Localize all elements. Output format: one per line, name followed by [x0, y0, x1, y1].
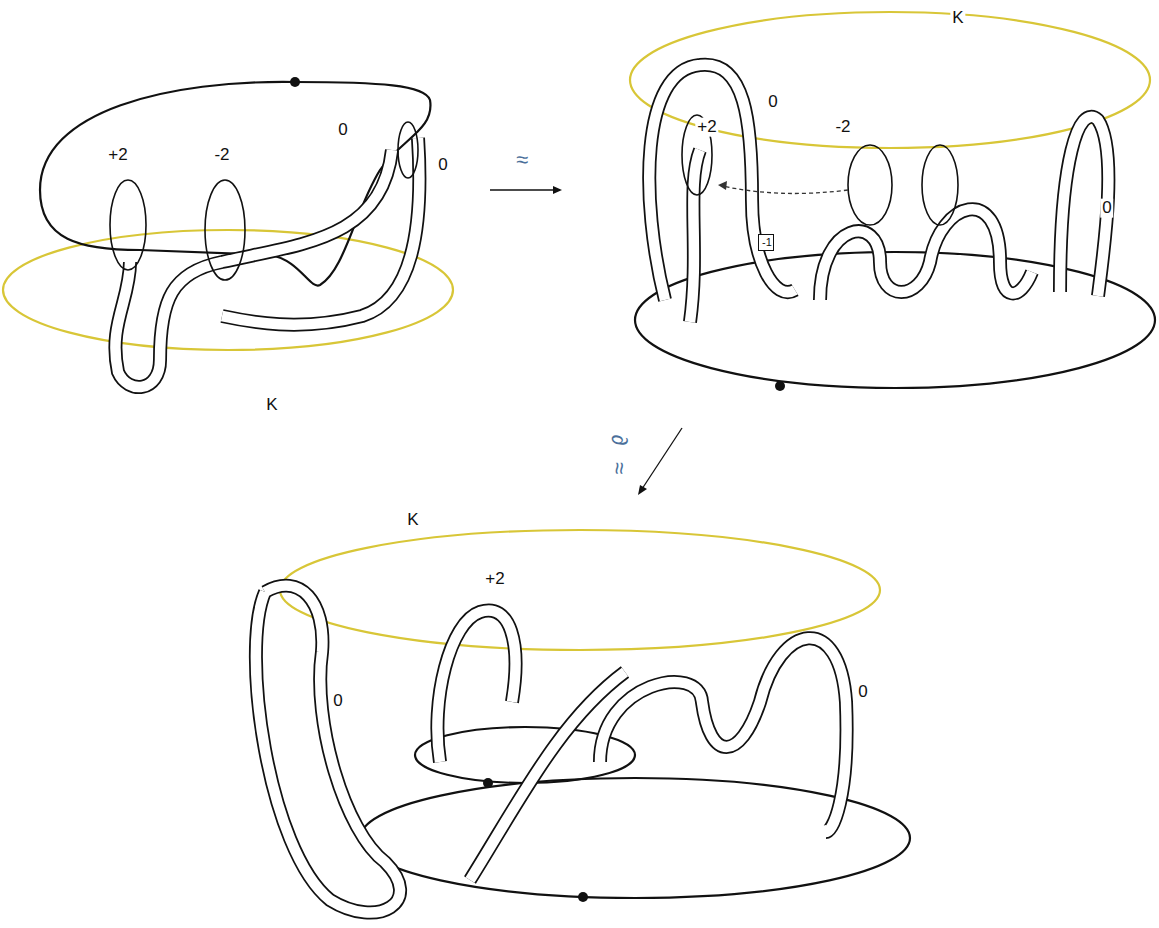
figure-label: +2	[106, 146, 129, 165]
figure-label: K	[950, 9, 965, 28]
band	[820, 209, 1032, 300]
attaching-circle	[205, 180, 245, 280]
arrow-head	[553, 186, 562, 194]
band	[437, 610, 515, 762]
move-arrow	[490, 189, 560, 190]
figure-label: K	[264, 396, 279, 415]
band	[256, 586, 400, 913]
band	[600, 638, 847, 832]
figure-label: 0	[766, 93, 779, 112]
figure-label: ≈	[514, 148, 530, 172]
handle-dot	[578, 892, 588, 902]
attaching-circle	[110, 180, 146, 270]
figure-label: -2	[212, 146, 231, 165]
band	[820, 209, 1032, 300]
slide-arrow	[722, 186, 848, 193]
band	[115, 150, 392, 387]
handle-dot	[483, 778, 493, 788]
attaching-circle	[848, 145, 892, 225]
move-arrow	[640, 428, 682, 492]
figure-label: 0	[856, 683, 869, 702]
knot-k	[280, 530, 880, 650]
handle-dot	[775, 381, 785, 391]
band	[256, 586, 400, 913]
band	[649, 65, 795, 300]
knot-k	[3, 230, 453, 350]
attaching-circle	[398, 122, 418, 178]
band	[649, 65, 795, 300]
figure-label: 0	[1100, 199, 1113, 218]
figure-label: 0	[436, 156, 449, 175]
figure-label: ≈	[607, 460, 631, 476]
figure-label: K	[405, 511, 420, 530]
attaching-circle	[922, 145, 958, 225]
band	[470, 672, 625, 880]
band	[437, 610, 515, 762]
figure-label: 0	[336, 121, 349, 140]
band	[690, 150, 700, 322]
band	[600, 638, 847, 832]
arrow-head	[718, 181, 727, 190]
twist-box: -1	[758, 234, 774, 251]
twist-number: -1	[762, 236, 770, 248]
arrow-head	[638, 485, 647, 495]
handle-dot	[290, 77, 300, 87]
band	[115, 150, 392, 387]
figure-label: ∂	[607, 433, 631, 448]
band	[222, 138, 419, 325]
figure-label: 0	[331, 692, 344, 711]
band	[690, 150, 700, 322]
one-handle	[635, 252, 1155, 388]
band	[470, 672, 625, 880]
figure-label: -2	[833, 118, 852, 137]
figure-label: +2	[695, 118, 718, 137]
figure-label: +2	[483, 570, 506, 589]
band	[222, 138, 419, 325]
